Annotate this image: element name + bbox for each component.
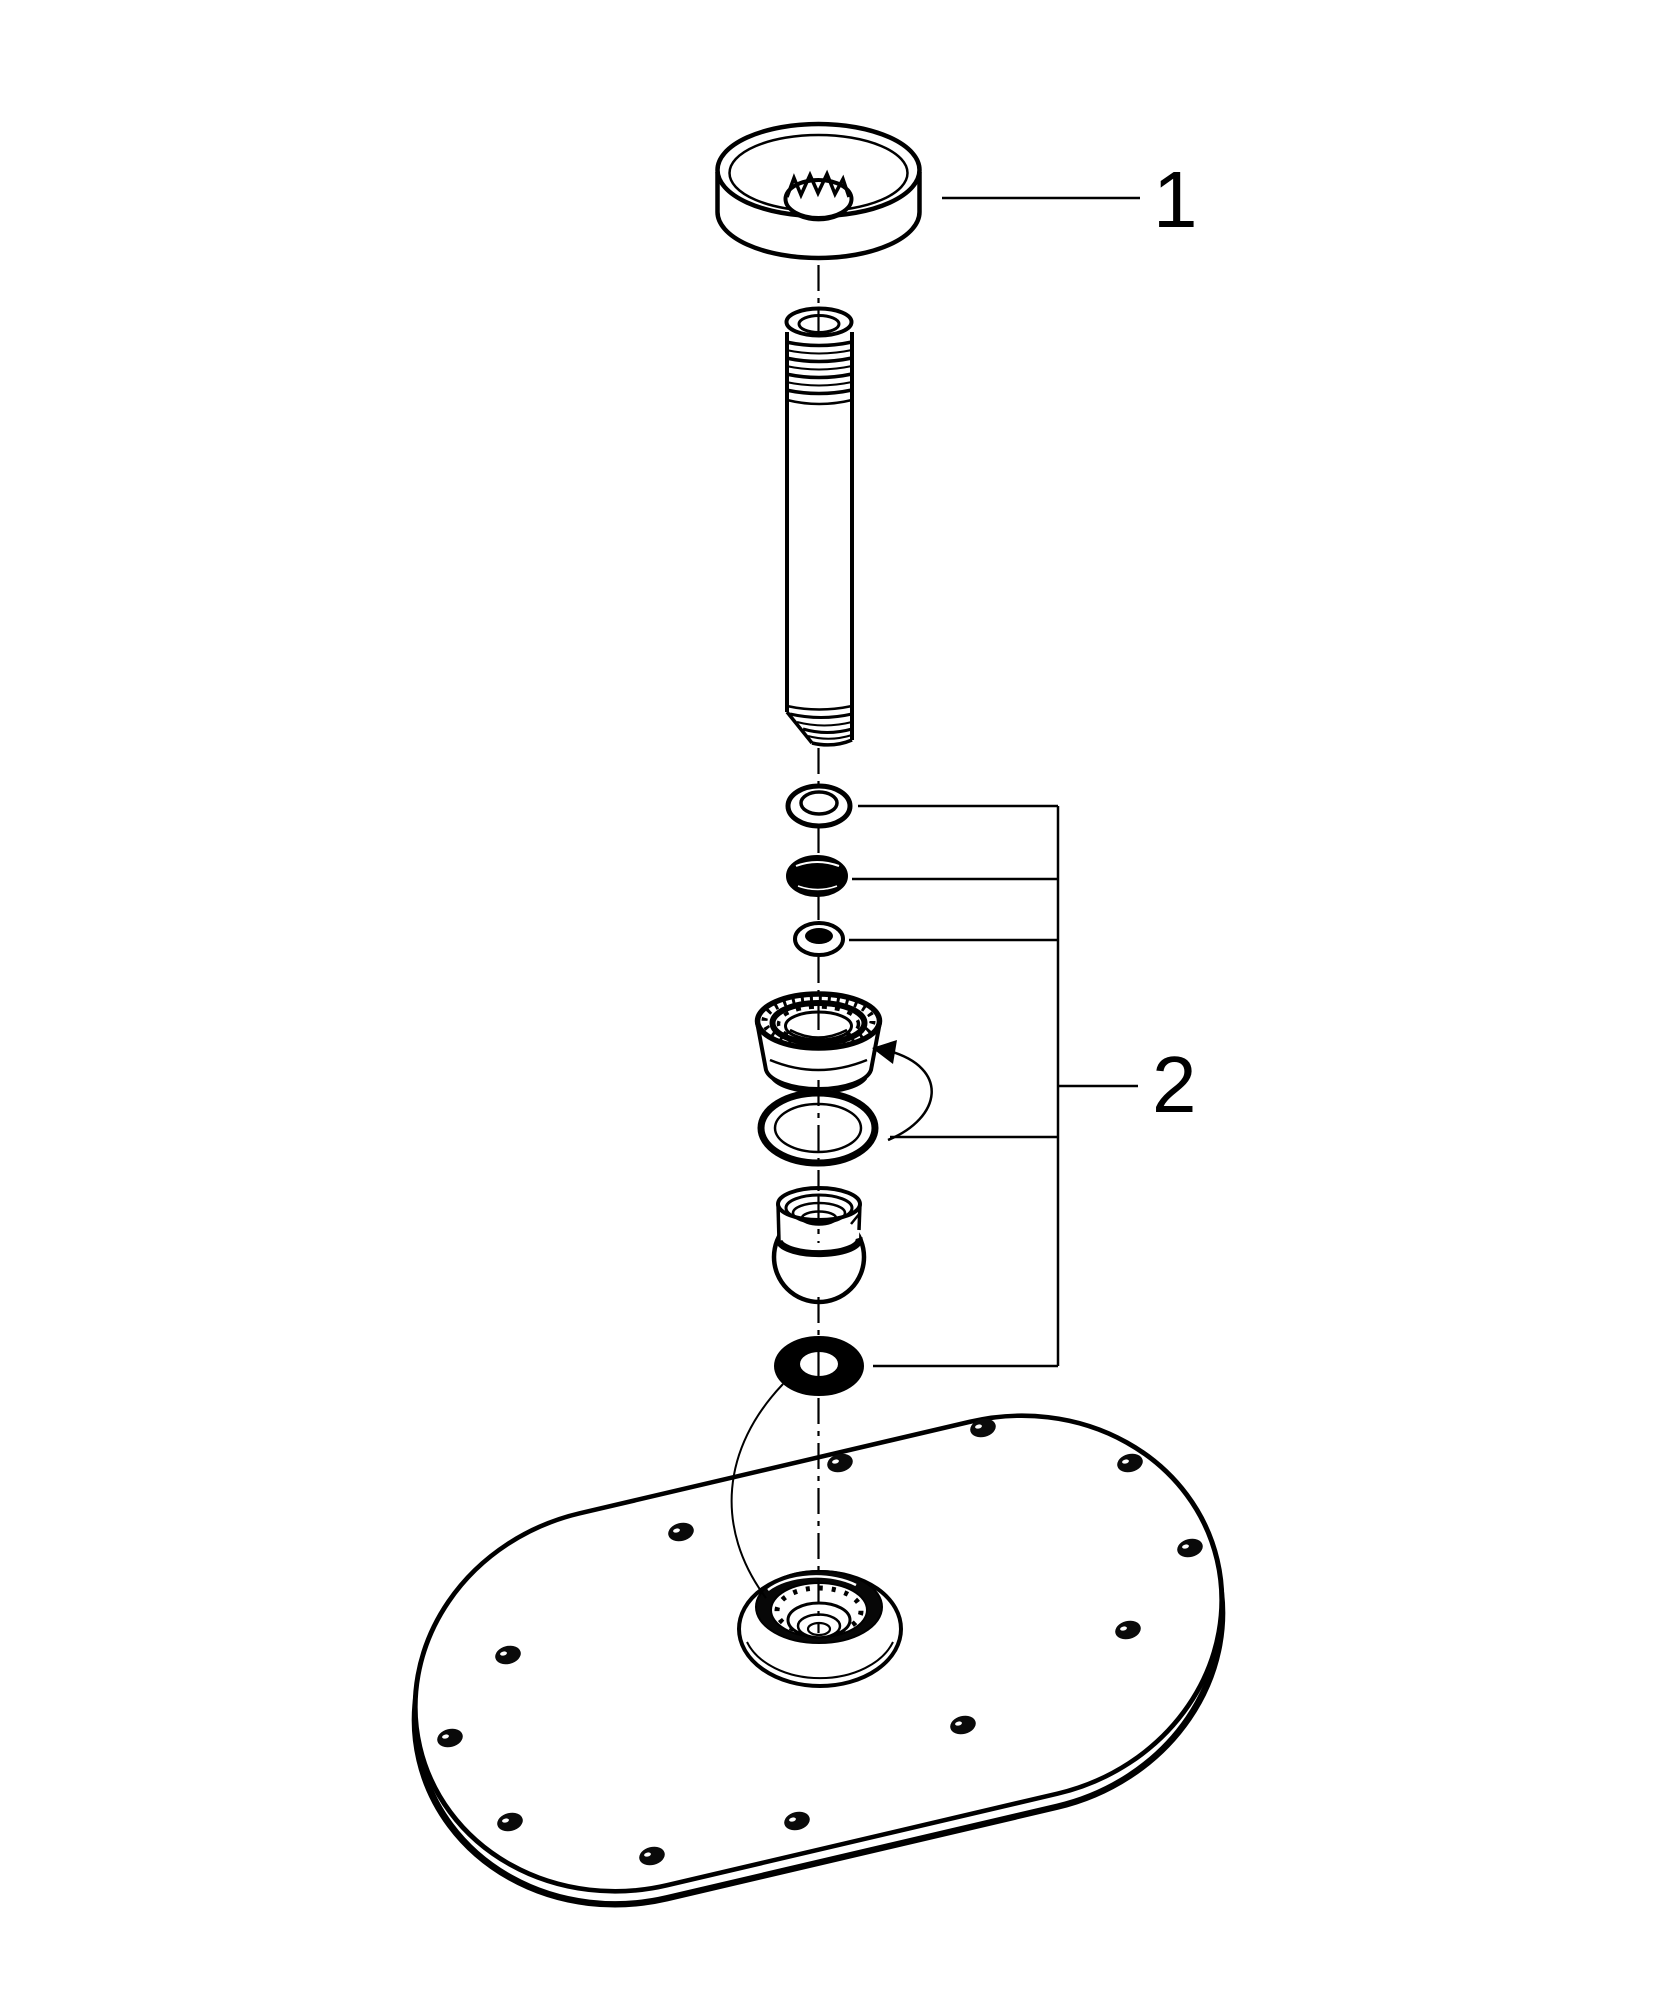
ceiling-flange [715, 121, 922, 261]
mounting-socket [737, 1570, 903, 1688]
bracket-2 [849, 804, 1138, 1368]
screw-hole [495, 1645, 521, 1665]
ceiling-plate [411, 1383, 1226, 1908]
screw-hole [1177, 1538, 1203, 1558]
pipe-bottom-threads [785, 704, 853, 747]
screw-hole [668, 1522, 694, 1542]
shower-arm-pipe [784, 306, 854, 747]
insertion-arc [730, 1383, 784, 1599]
pipe-top-threads [785, 340, 853, 406]
rubber-gasket [786, 855, 848, 897]
retaining-clip [783, 169, 854, 222]
screw-hole [784, 1811, 810, 1831]
screw-hole [1117, 1453, 1143, 1473]
rotation-arrow [872, 1040, 933, 1142]
callouts: 1 2 [849, 155, 1198, 1368]
plate-screw-holes [437, 1418, 1203, 1866]
screw-hole [497, 1812, 523, 1832]
seal-ring-small [793, 921, 845, 957]
screw-hole [639, 1846, 665, 1866]
screw-hole [970, 1418, 996, 1438]
screw-hole [437, 1728, 463, 1748]
washer-ring [785, 783, 853, 829]
screw-hole [827, 1453, 853, 1473]
screw-hole [1115, 1620, 1141, 1640]
screw-hole [950, 1715, 976, 1735]
label-2: 2 [1152, 1040, 1197, 1129]
label-1: 1 [1153, 155, 1198, 244]
